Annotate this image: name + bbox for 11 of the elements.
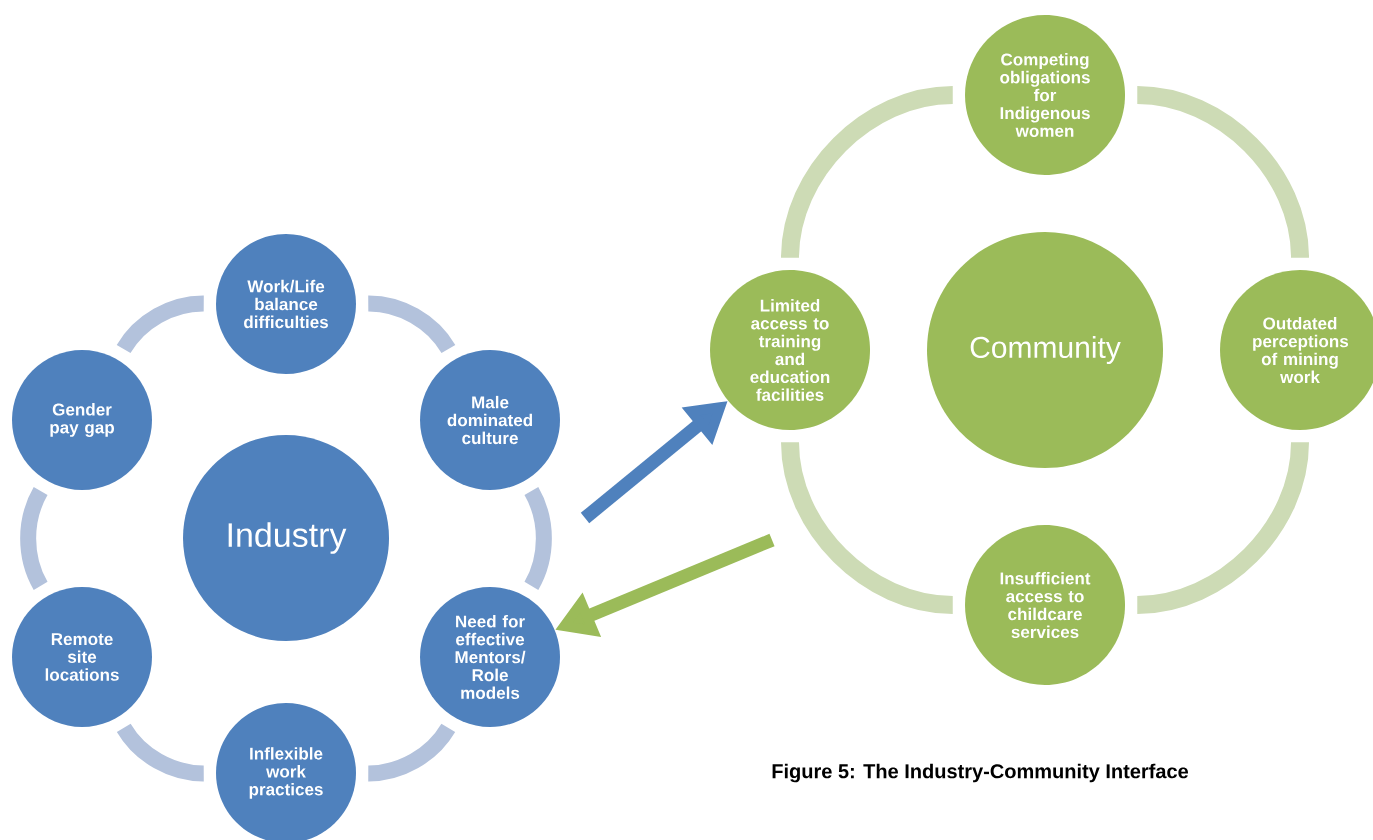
- ring-segment: [367, 295, 456, 354]
- ring-segment: [781, 86, 954, 259]
- ring-segment: [20, 487, 48, 590]
- ring-segment: [117, 723, 205, 782]
- caption: Figure 5: The Industry-Community Interface: [772, 763, 1189, 783]
- ring-segment: [1136, 86, 1309, 259]
- ring-segment: [524, 487, 552, 590]
- ring-segment: [1136, 441, 1309, 614]
- ring-segment: [367, 723, 455, 782]
- ring-segment: [116, 295, 205, 354]
- ring-segment: [781, 441, 954, 614]
